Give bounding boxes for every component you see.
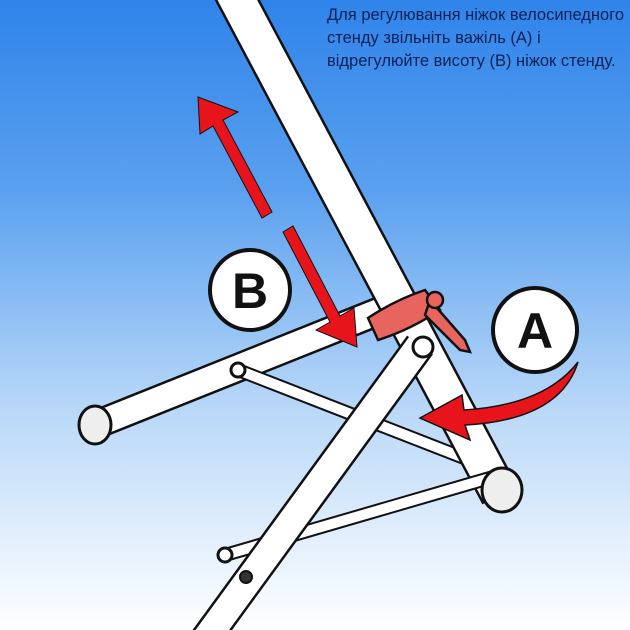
instruction-text: Для регулювання ніжок велосипедного стен…	[327, 6, 625, 70]
bolt	[216, 546, 234, 564]
bolt	[411, 335, 435, 359]
clamp-lever	[366, 288, 473, 354]
release-lever-arrow	[418, 361, 579, 442]
label-b-badge: B	[208, 248, 292, 332]
stand-tubes	[77, 0, 524, 630]
bolt	[229, 361, 247, 379]
foot-cap-right	[480, 466, 524, 514]
label-a-badge: A	[491, 286, 579, 374]
label-b: B	[232, 263, 268, 319]
foot-cap-left	[77, 404, 113, 446]
label-a: A	[517, 303, 553, 359]
bolt	[239, 570, 253, 584]
adjust-height-arrow	[197, 96, 358, 348]
